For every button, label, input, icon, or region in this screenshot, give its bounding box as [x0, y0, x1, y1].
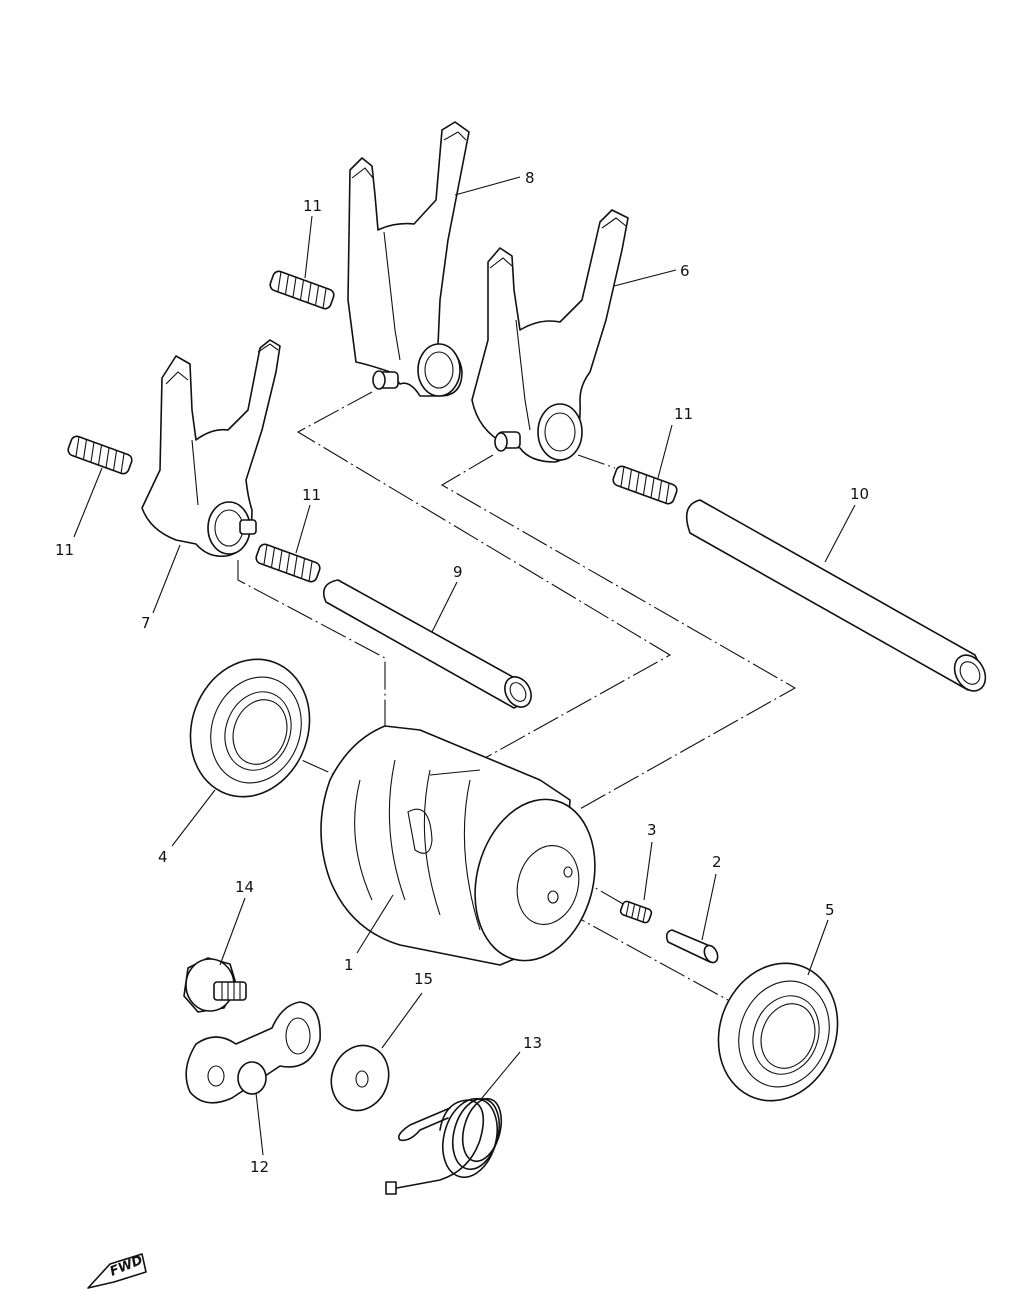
shift-fork-7: [141, 339, 281, 558]
callout-15: 15: [414, 970, 433, 988]
callout-2: 2: [712, 853, 722, 871]
spring-11-right: [612, 465, 678, 505]
callout-13: 13: [523, 1034, 542, 1052]
callout-11-right: 11: [674, 405, 693, 423]
callout-3: 3: [647, 821, 657, 839]
stopper-lever-12: [185, 1001, 321, 1104]
callout-11-top: 11: [303, 197, 322, 215]
callout-6: 6: [680, 262, 690, 280]
callout-labels: 1 2 3 4 5 6 7 8 9 10 11 11 11 11 12 13 1…: [55, 169, 869, 1176]
bearing-4: [189, 658, 311, 798]
torsion-spring-13: [385, 1097, 503, 1195]
callout-7: 7: [141, 614, 151, 632]
shift-rod-10: [685, 499, 987, 692]
spring-11-top: [269, 270, 335, 310]
bolt-14: [183, 957, 247, 1013]
callout-8: 8: [525, 169, 535, 187]
callout-4: 4: [158, 848, 168, 866]
shift-drum-1: [320, 725, 596, 966]
bearing-5: [717, 962, 839, 1102]
callout-11-left: 11: [55, 541, 74, 559]
callout-12: 12: [250, 1158, 269, 1176]
callout-11-middle: 11: [302, 486, 321, 504]
spring-11-left: [67, 435, 133, 475]
leader-lines: [73, 176, 856, 1156]
shift-fork-8: [347, 121, 470, 397]
shift-rod-9: [322, 579, 532, 709]
washer-15: [330, 1044, 390, 1112]
callout-14: 14: [235, 878, 254, 896]
spring-11-middle: [255, 543, 321, 583]
callout-1: 1: [344, 956, 354, 974]
callout-10: 10: [850, 485, 869, 503]
spring-3: [619, 900, 653, 924]
shift-fork-6: [471, 209, 629, 463]
callout-5: 5: [825, 901, 835, 919]
fwd-arrow-icon: FWD: [87, 1253, 147, 1289]
springs-11: [67, 270, 678, 583]
pin-2: [665, 929, 719, 964]
callout-9: 9: [453, 563, 463, 581]
